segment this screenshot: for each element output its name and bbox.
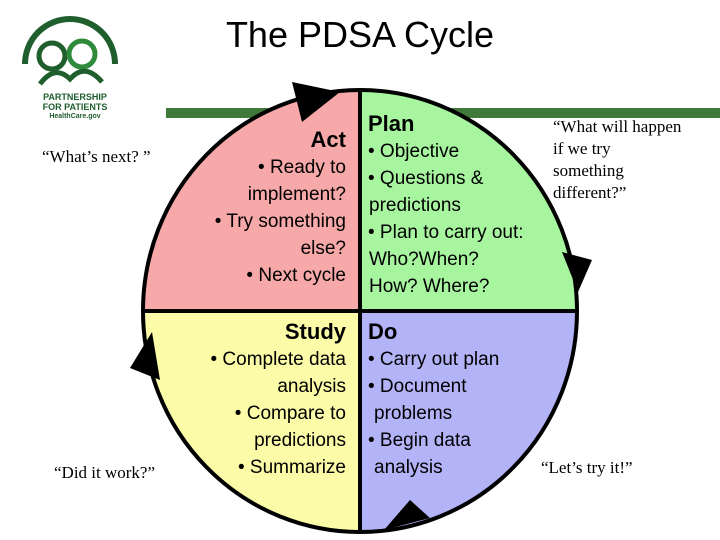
arrow-left-icon xyxy=(130,332,160,380)
plan-item: • Questions & xyxy=(368,168,484,189)
act-heading: Act xyxy=(310,127,346,152)
do-item: • Begin data xyxy=(368,430,471,451)
study-item: • Complete data xyxy=(210,349,346,370)
do-text: Do • Carry out plan • Document problems … xyxy=(368,318,568,481)
do-heading: Do xyxy=(368,319,398,344)
do-quote: “Let’s try it!” xyxy=(541,458,633,477)
cycle-outline xyxy=(141,88,579,534)
plan-quote-line: if we try xyxy=(553,139,611,158)
arrow-bottom-icon xyxy=(384,500,430,530)
plan-heading: Plan xyxy=(368,111,415,136)
do-quadrant xyxy=(360,311,577,532)
study-heading: Study xyxy=(284,319,346,344)
arrow-top-icon xyxy=(292,82,340,122)
plan-quote: “What will happen if we try something di… xyxy=(553,116,718,204)
act-item: • Try something xyxy=(214,211,346,232)
plan-item: How? Where? xyxy=(369,276,490,297)
logo-emblem-icon xyxy=(22,16,118,86)
study-item: predictions xyxy=(254,430,346,451)
logo-line1: PARTNERSHIP xyxy=(43,92,107,102)
act-item: implement? xyxy=(247,184,346,205)
act-item: • Next cycle xyxy=(246,265,346,286)
act-text: Act • Ready to implement? • Try somethin… xyxy=(150,126,346,289)
study-text: Study • Complete data analysis • Compare… xyxy=(150,318,346,481)
do-item: • Document xyxy=(368,376,467,397)
slide-title: The PDSA Cycle xyxy=(225,14,495,55)
plan-quote-line: “What will happen xyxy=(553,117,682,136)
logo-url: HealthCare.gov xyxy=(49,113,101,120)
plan-quadrant xyxy=(360,90,577,311)
act-item: else? xyxy=(300,238,346,259)
study-item: analysis xyxy=(277,376,346,397)
plan-item: • Objective xyxy=(368,141,460,162)
study-item: • Summarize xyxy=(237,457,346,478)
plan-text: Plan • Objective • Questions & predictio… xyxy=(368,110,578,300)
do-item: • Carry out plan xyxy=(368,349,500,370)
plan-item: predictions xyxy=(369,195,461,216)
act-item: • Ready to xyxy=(258,157,346,178)
act-quadrant xyxy=(143,90,360,311)
logo-line2: FOR PATIENTS xyxy=(42,102,108,112)
do-item: problems xyxy=(374,403,453,424)
plan-quote-line: different?” xyxy=(553,183,627,202)
arrow-right-icon xyxy=(562,252,592,292)
study-quadrant xyxy=(143,311,360,532)
hhs-logo: PARTNERSHIP FOR PATIENTS HealthCare.gov xyxy=(10,4,130,124)
do-item: analysis xyxy=(374,457,443,478)
study-quote: “Did it work?” xyxy=(54,463,156,482)
plan-item: • Plan to carry out: xyxy=(368,222,524,243)
plan-quote-line: something xyxy=(553,161,624,180)
study-item: • Compare to xyxy=(234,403,346,424)
plan-item: Who?When? xyxy=(369,249,479,270)
act-quote: “What’s next? ” xyxy=(42,147,151,166)
